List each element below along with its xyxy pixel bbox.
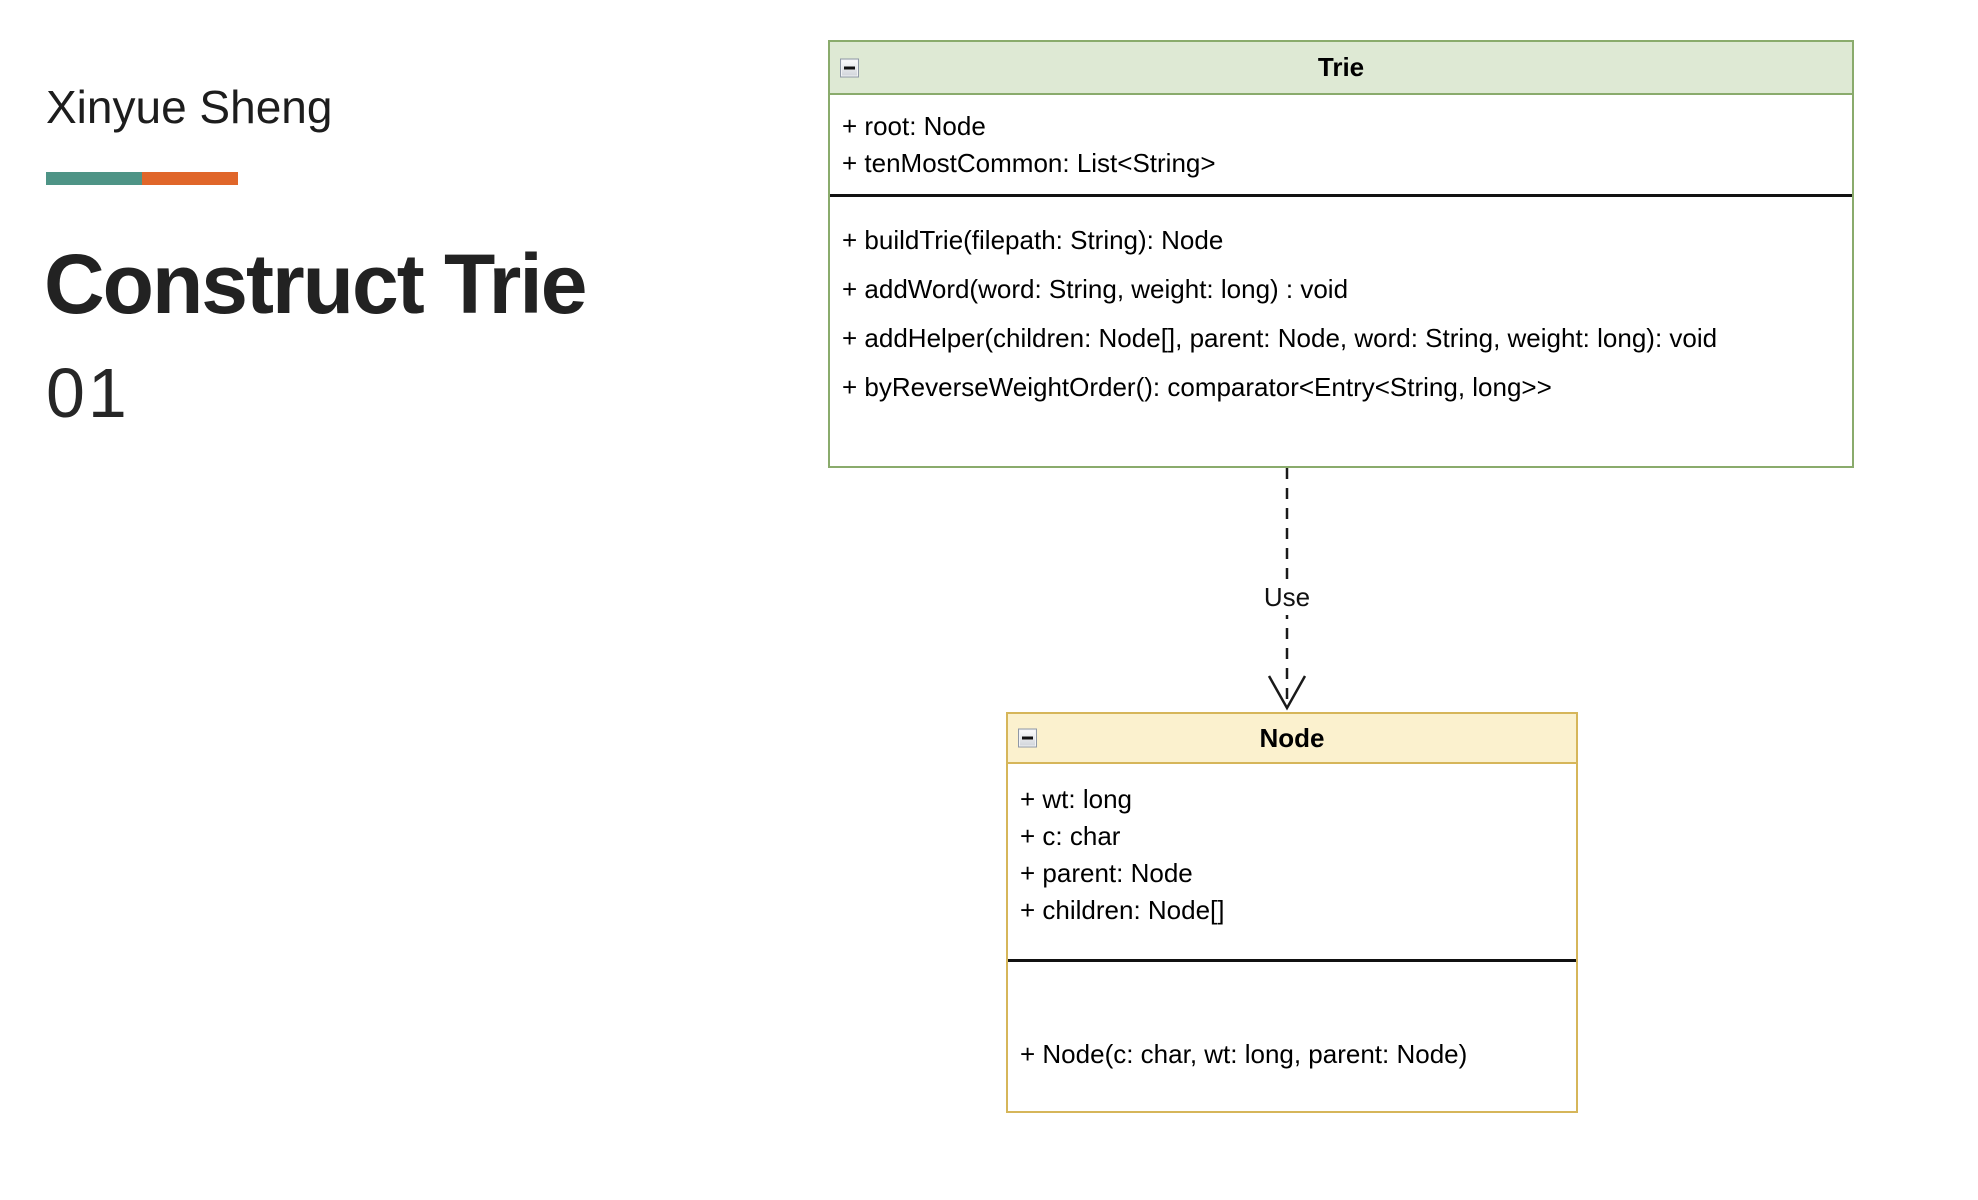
collapse-icon[interactable] [840,58,859,77]
accent-bar-teal-segment [46,172,142,185]
uml-class-node-header: Node [1008,714,1576,764]
method-row: + addHelper(children: Node[], parent: No… [842,323,1718,353]
accent-divider-bar [46,172,238,185]
attributes-methods-divider [1008,959,1576,962]
collapse-icon[interactable] [1018,728,1037,748]
attribute-row: + parent: Node [1020,858,1193,888]
class-title-node: Node [1259,722,1325,753]
attribute-row: + tenMostCommon: List<String> [842,148,1216,178]
method-row: + buildTrie(filepath: String): Node [842,225,1224,255]
uml-class-trie: Trie + root: Node + tenMostCommon: List<… [828,40,1854,468]
uml-class-trie-header: Trie [830,42,1852,95]
uml-class-node: Node + wt: long + c: char + parent: Node… [1006,712,1578,1113]
node-attributes-section: + wt: long + c: char + parent: Node + ch… [1008,764,1576,959]
minus-icon [1022,736,1033,740]
trie-methods-section: + buildTrie(filepath: String): Node + ad… [830,197,1852,412]
minus-icon [844,66,855,69]
node-methods-section: + Node(c: char, wt: long, parent: Node) [1008,962,1576,1079]
accent-bar-orange-segment [142,172,238,185]
method-row: + Node(c: char, wt: long, parent: Node) [1020,1039,1468,1069]
relation-label: Use [1257,580,1317,615]
slide-number: 01 [46,354,130,432]
trie-attributes-section: + root: Node + tenMostCommon: List<Strin… [830,95,1852,194]
method-row: + addWord(word: String, weight: long) : … [842,274,1349,304]
author-name: Xinyue Sheng [46,81,333,133]
method-row: + byReverseWeightOrder(): comparator<Ent… [842,372,1552,402]
attribute-row: + root: Node [842,111,986,141]
attributes-methods-divider [830,194,1852,197]
attribute-row: + children: Node[] [1020,895,1225,925]
class-title-trie: Trie [1317,52,1365,82]
slide-title: Construct Trie [44,237,587,331]
attribute-row: + c: char [1020,821,1121,851]
attribute-row: + wt: long [1020,784,1133,814]
